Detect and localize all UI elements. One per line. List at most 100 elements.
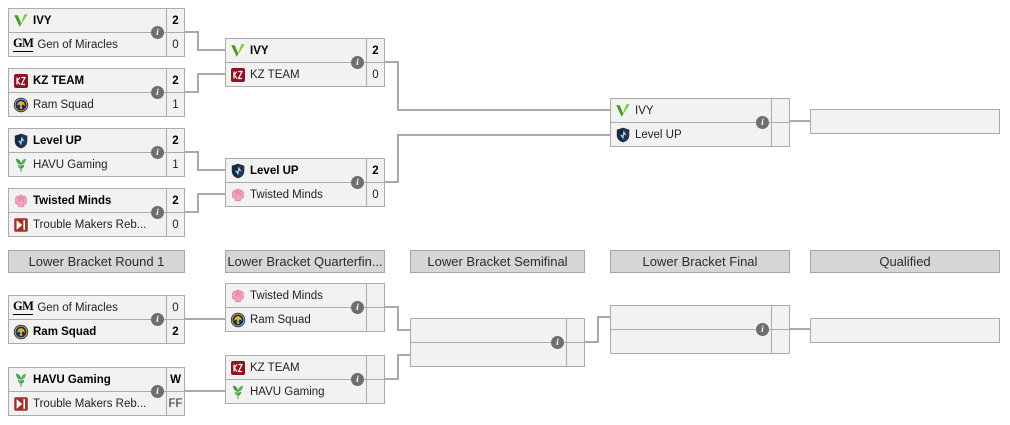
team-slot bbox=[411, 343, 584, 366]
bracket-connector bbox=[385, 306, 399, 308]
kz-team-logo-icon[interactable] bbox=[230, 67, 246, 83]
team-name[interactable]: Ram Squad bbox=[33, 98, 94, 111]
team-name[interactable]: HAVU Gaming bbox=[33, 373, 111, 386]
team-score: 0 bbox=[166, 296, 184, 319]
header-lower-bracket-round1: Lower Bracket Round 1 bbox=[8, 250, 185, 273]
trouble-makers-logo-icon[interactable] bbox=[13, 396, 29, 412]
twisted-minds-logo-icon[interactable] bbox=[230, 288, 246, 304]
kz-team-logo-icon[interactable] bbox=[13, 73, 29, 89]
match-info-icon[interactable]: i bbox=[351, 176, 364, 189]
bracket-connector bbox=[597, 316, 610, 318]
havu-gaming-logo-icon[interactable] bbox=[230, 384, 246, 400]
level-up-logo-icon[interactable] bbox=[230, 163, 246, 179]
gen-of-miracles-logo-icon[interactable]: GM bbox=[13, 299, 34, 315]
bracket-connector bbox=[197, 151, 199, 171]
header-lower-bracket-semifinal: Lower Bracket Semifinal bbox=[410, 250, 585, 273]
lb-quarterfinal-match-1: Twisted Minds Ram Squad i bbox=[225, 283, 385, 332]
team-name[interactable]: KZ TEAM bbox=[33, 74, 85, 87]
team-name[interactable]: HAVU Gaming bbox=[33, 158, 108, 171]
team-name[interactable]: Trouble Makers Reb... bbox=[33, 397, 147, 410]
team-name[interactable]: Twisted Minds bbox=[33, 194, 112, 207]
match-info-icon[interactable]: i bbox=[756, 323, 769, 336]
header-qualified: Qualified bbox=[810, 250, 1000, 273]
team-slot: KZ TEAM 0 bbox=[226, 63, 384, 86]
team-slot: Level UP 2 bbox=[226, 159, 384, 183]
team-score: 2 bbox=[366, 159, 384, 182]
ivy-logo-icon[interactable] bbox=[230, 43, 246, 59]
ivy-logo-icon[interactable] bbox=[615, 103, 631, 119]
team-slot: Trouble Makers Reb... FF bbox=[9, 392, 184, 415]
team-score: 2 bbox=[166, 9, 184, 32]
team-name[interactable]: KZ TEAM bbox=[250, 68, 300, 81]
ram-squad-logo-icon[interactable] bbox=[13, 324, 29, 340]
match-info-icon[interactable]: i bbox=[351, 56, 364, 69]
bracket-connector bbox=[397, 354, 399, 380]
gen-of-miracles-logo-icon[interactable]: GM bbox=[13, 36, 34, 52]
bracket-connector bbox=[185, 211, 199, 213]
bracket-connector bbox=[197, 73, 225, 75]
havu-gaming-logo-icon[interactable] bbox=[13, 372, 29, 388]
bracket-connector bbox=[397, 134, 610, 136]
bracket-connector bbox=[397, 354, 410, 356]
match-info-icon[interactable]: i bbox=[151, 146, 164, 159]
match-info-icon[interactable]: i bbox=[151, 313, 164, 326]
team-slot: HAVU Gaming W bbox=[9, 368, 184, 392]
team-name[interactable]: Trouble Makers Reb... bbox=[33, 218, 147, 231]
kz-team-logo-icon[interactable] bbox=[230, 360, 246, 376]
qualified-slot-lower-bracket bbox=[810, 318, 1000, 343]
trouble-makers-logo-icon[interactable] bbox=[13, 217, 29, 233]
team-name[interactable]: Ram Squad bbox=[33, 325, 97, 338]
team-name[interactable]: KZ TEAM bbox=[250, 361, 300, 374]
bracket-connector bbox=[185, 31, 199, 33]
team-name[interactable]: Gen of Miracles bbox=[37, 301, 118, 314]
team-score: 2 bbox=[166, 189, 184, 212]
lb-semifinal-match: i bbox=[410, 318, 585, 367]
team-score bbox=[771, 330, 789, 353]
team-slot bbox=[611, 306, 789, 330]
match-info-icon[interactable]: i bbox=[551, 336, 564, 349]
match-info-icon[interactable]: i bbox=[151, 26, 164, 39]
level-up-logo-icon[interactable] bbox=[13, 133, 29, 149]
team-name[interactable]: IVY bbox=[33, 14, 52, 27]
ram-squad-logo-icon[interactable] bbox=[13, 97, 29, 113]
match-info-icon[interactable]: i bbox=[756, 116, 769, 129]
ub-semifinal-match-2: Level UP 2 Twisted Minds 0 i bbox=[225, 158, 385, 207]
team-slot: Twisted Minds 2 bbox=[9, 189, 184, 213]
team-name[interactable]: Twisted Minds bbox=[250, 188, 323, 201]
team-name[interactable]: Level UP bbox=[635, 128, 682, 141]
team-name[interactable]: Gen of Miracles bbox=[37, 38, 118, 51]
bracket-connector bbox=[585, 341, 599, 343]
match-info-icon[interactable]: i bbox=[151, 206, 164, 219]
twisted-minds-logo-icon[interactable] bbox=[230, 187, 246, 203]
team-name[interactable]: Ram Squad bbox=[250, 313, 311, 326]
match-info-icon[interactable]: i bbox=[151, 385, 164, 398]
team-slot: IVY bbox=[611, 99, 789, 123]
match-info-icon[interactable]: i bbox=[351, 301, 364, 314]
lb-round1-match-1: GM Gen of Miracles 0 Ram Squad 2 i bbox=[8, 295, 185, 344]
team-name[interactable]: IVY bbox=[250, 44, 269, 57]
team-slot: HAVU Gaming bbox=[226, 380, 384, 403]
bracket-connector bbox=[397, 61, 399, 111]
match-info-icon[interactable]: i bbox=[151, 86, 164, 99]
team-score bbox=[366, 308, 384, 331]
team-name[interactable]: Level UP bbox=[250, 164, 299, 177]
bracket-connector bbox=[397, 134, 399, 183]
level-up-logo-icon[interactable] bbox=[615, 127, 631, 143]
team-score: 0 bbox=[366, 63, 384, 86]
ub-round1-match-3: Level UP 2 HAVU Gaming 1 i bbox=[8, 128, 185, 177]
ram-squad-logo-icon[interactable] bbox=[230, 312, 246, 328]
havu-gaming-logo-icon[interactable] bbox=[13, 157, 29, 173]
header-lower-bracket-final: Lower Bracket Final bbox=[610, 250, 790, 273]
team-name[interactable]: HAVU Gaming bbox=[250, 385, 325, 398]
bracket-connector bbox=[790, 120, 810, 122]
bracket-connector bbox=[385, 181, 399, 183]
team-slot: Twisted Minds 0 bbox=[226, 183, 384, 206]
team-name[interactable]: Twisted Minds bbox=[250, 289, 323, 302]
twisted-minds-logo-icon[interactable] bbox=[13, 193, 29, 209]
team-name[interactable]: Level UP bbox=[33, 134, 82, 147]
bracket-connector bbox=[197, 193, 199, 213]
match-info-icon[interactable]: i bbox=[351, 373, 364, 386]
ivy-logo-icon[interactable] bbox=[13, 13, 29, 29]
team-name[interactable]: IVY bbox=[635, 104, 654, 117]
team-score: 2 bbox=[166, 129, 184, 152]
